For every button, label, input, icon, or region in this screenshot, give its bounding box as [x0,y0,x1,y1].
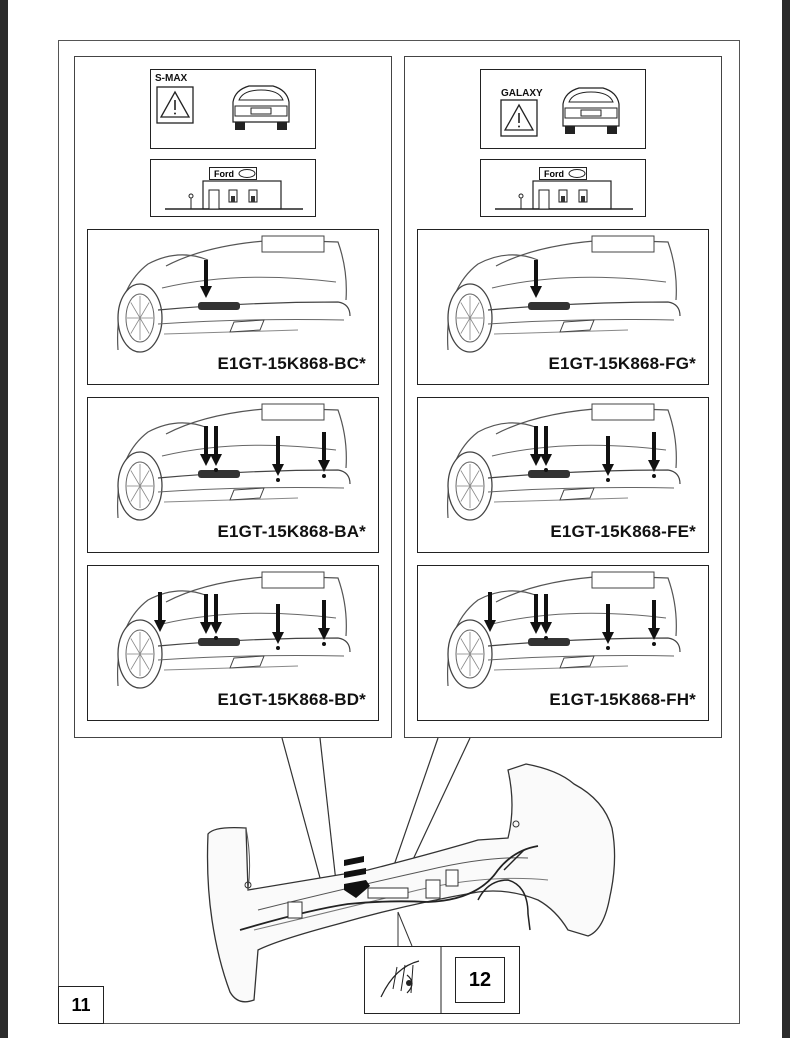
variant-panel: E1GT-15K868-FG* [417,229,709,385]
sensor-location-arrow [602,604,614,644]
rear-bumper-illustration [446,235,681,353]
model-label: S-MAX [155,73,188,84]
rear-bumper-illustration [116,403,351,521]
warning-triangle-icon [156,86,194,124]
part-number: E1GT-15K868-FH* [549,690,696,709]
rear-bumper-illustration [446,571,681,689]
sensor-location-arrow [318,432,330,472]
sensor-location-arrow [318,600,330,640]
sensor-location-arrow [210,426,222,466]
sensor-location-arrow [540,426,552,466]
variant-panel: E1GT-15K868-BC* [87,229,379,385]
sensor-location-arrow [200,426,212,466]
sensor-location-arrow [648,432,660,472]
step-frame [58,40,740,1024]
part-number: E1GT-15K868-BA* [217,522,366,541]
sensor-location-arrow [530,594,542,634]
sensor-location-arrow [210,594,222,634]
sensor-location-arrow [648,600,660,640]
rear-car-icon [232,85,290,130]
ford-dealer-icon [495,169,633,210]
eye-inspect-icon [380,947,442,1013]
rear-car-icon [562,87,620,134]
reference-box: 12 [364,946,520,1014]
dealer-badge-smax: Ford [150,159,316,217]
variant-panel: E1GT-15K868-BA* [87,397,379,553]
column-smax: S-MAX Ford [74,56,392,738]
sensor-location-arrow [272,436,284,476]
step-number: 11 [58,986,104,1024]
part-number: E1GT-15K868-FG* [548,354,696,373]
sensor-location-arrow [200,260,212,298]
sensor-location-arrow [200,594,212,634]
model-label: GALAXY [501,88,543,99]
reference-step-number: 12 [455,957,505,1003]
variant-panel: E1GT-15K868-FE* [417,397,709,553]
model-badge-galaxy: GALAXY [480,69,646,149]
sensor-location-arrow [530,260,542,298]
marker-location-arrow [154,592,166,632]
rear-bumper-illustration [116,571,351,689]
column-galaxy: GALAXY Ford [404,56,722,738]
ford-dealer-icon [165,169,303,210]
sensor-location-arrow [272,604,284,644]
model-badge-smax: S-MAX [150,69,316,149]
ford-sign: Ford [209,167,257,180]
sensor-location-arrow [540,594,552,634]
part-number: E1GT-15K868-BD* [217,690,366,709]
instruction-page: S-MAX Ford [8,0,782,1038]
variant-panel: E1GT-15K868-BD* [87,565,379,721]
sensor-location-arrow [602,436,614,476]
warning-triangle-icon [500,99,538,137]
rear-bumper-illustration [116,235,351,353]
bumper-assembly-illustration [206,737,616,1003]
variant-panel: E1GT-15K868-FH* [417,565,709,721]
sensor-location-arrow [530,426,542,466]
rear-bumper-illustration [446,403,681,521]
push-direction-icon [344,856,370,898]
part-number: E1GT-15K868-BC* [217,354,366,373]
part-number: E1GT-15K868-FE* [550,522,696,541]
dealer-badge-galaxy: Ford [480,159,646,217]
ford-sign: Ford [539,167,587,180]
marker-location-arrow [484,592,496,632]
